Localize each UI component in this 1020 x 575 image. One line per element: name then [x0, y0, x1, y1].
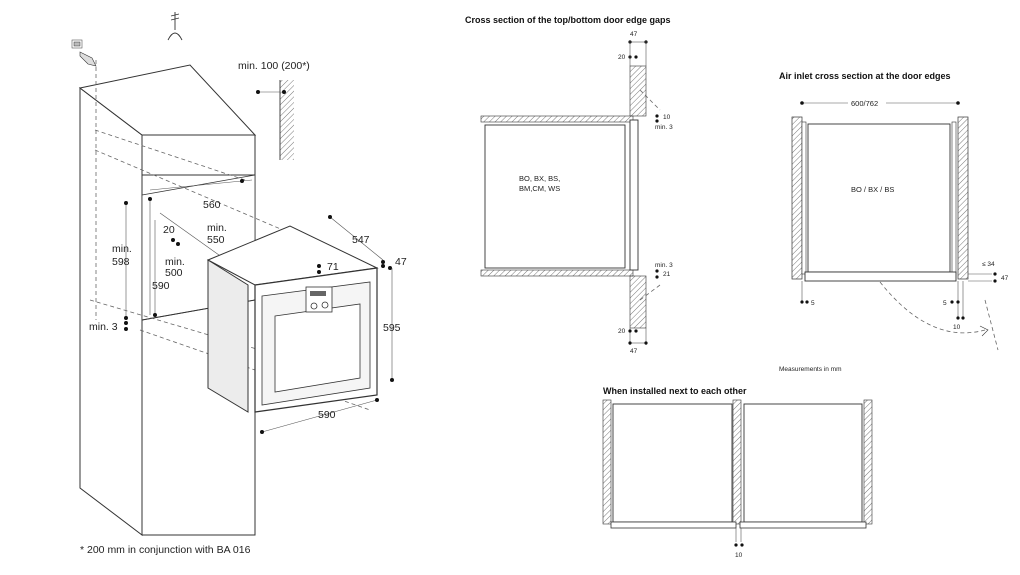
side-by-side-10: 10 — [735, 552, 743, 559]
units-note: Measurements in mm — [779, 366, 842, 373]
air-inlet-5-right: 5 — [943, 300, 947, 307]
label-min500-a: min. — [165, 256, 185, 268]
air-inlet-10: 10 — [953, 324, 961, 331]
label-590-horizontal: 590 — [318, 409, 336, 421]
cs-top-47: 47 — [630, 31, 638, 38]
label-560: 560 — [203, 199, 221, 211]
cs-bottom-47: 47 — [630, 348, 638, 355]
label-71: 71 — [327, 261, 339, 273]
oven-appliance — [206, 225, 379, 413]
ventilation-symbol-top — [167, 12, 183, 41]
label-min550-b: 550 — [207, 234, 225, 246]
air-inlet-width: 600/762 — [851, 99, 878, 108]
air-inlet-title: Air inlet cross section at the door edge… — [779, 71, 951, 81]
side-by-side-title: When installed next to each other — [603, 386, 747, 396]
label-min598-b: 598 — [112, 256, 130, 268]
cross-section-title: Cross section of the top/bottom door edg… — [465, 15, 671, 25]
cs-appliance-label-1: BO, BX, BS, — [519, 174, 560, 183]
air-inlet-diagram: Air inlet cross section at the door edge… — [779, 71, 1009, 373]
rear-wall-hatch — [280, 80, 294, 160]
cs-top-10: 10 — [663, 114, 671, 121]
cs-top-min3: min. 3 — [655, 124, 673, 131]
label-47: 47 — [395, 256, 407, 268]
cs-bottom-min3: min. 3 — [655, 262, 673, 269]
side-by-side-diagram: When installed next to each other 10 — [602, 386, 873, 559]
cs-bottom-20: 20 — [618, 328, 626, 335]
label-min598-a: min. — [112, 243, 132, 255]
cs-top-20: 20 — [618, 54, 626, 61]
label-20: 20 — [163, 224, 175, 236]
isometric-cabinet-diagram: min. 100 (200*) 560 min. 550 20 — [71, 12, 407, 556]
air-inlet-le34: ≤ 34 — [982, 261, 995, 268]
air-inlet-5-left: 5 — [811, 300, 815, 307]
cross-section-diagram: Cross section of the top/bottom door edg… — [465, 15, 673, 355]
label-min100: min. 100 (200*) — [238, 60, 310, 72]
air-inlet-47: 47 — [1001, 275, 1009, 282]
power-plug-icon — [71, 39, 97, 67]
label-590-vertical: 590 — [152, 280, 170, 292]
label-547: 547 — [352, 234, 370, 246]
footnote: * 200 mm in conjunction with BA 016 — [80, 544, 251, 556]
cs-appliance-label-2: BM,CM, WS — [519, 184, 560, 193]
label-min500-b: 500 — [165, 267, 183, 279]
label-595: 595 — [383, 322, 401, 334]
label-min550-a: min. — [207, 222, 227, 234]
label-min3: min. 3 — [89, 321, 118, 333]
air-inlet-appliance-label: BO / BX / BS — [851, 185, 894, 194]
cs-bottom-21: 21 — [663, 271, 671, 278]
